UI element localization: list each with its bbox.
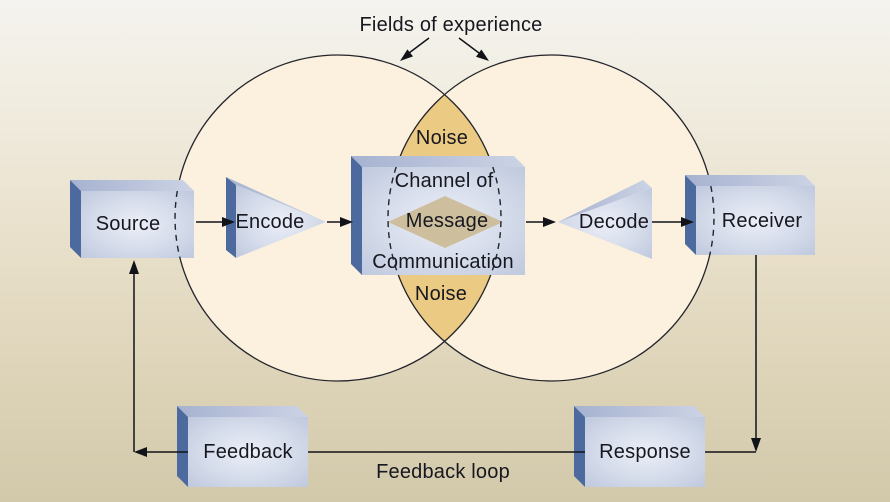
source-box-top-bevel	[70, 180, 194, 191]
decode-face	[558, 188, 652, 259]
noise-bottom-label: Noise	[414, 283, 468, 305]
dashed-arc-channel-left	[387, 166, 399, 276]
encode-top-bevel	[226, 177, 326, 222]
encode-face	[236, 185, 326, 258]
receiver-box-top-bevel	[685, 175, 815, 186]
source-box	[70, 180, 194, 258]
source-label: Source	[95, 213, 161, 235]
channel-line1-label: Channel of	[394, 170, 494, 192]
channel-box	[351, 156, 525, 275]
response-box-top-bevel	[574, 406, 705, 417]
feedback-box-left-bevel	[177, 406, 188, 487]
dashed-arc-source	[174, 190, 181, 259]
title-pointer-arrows	[408, 37, 480, 54]
arrow-up-to-source-head	[129, 260, 139, 274]
noise-top-label: Noise	[415, 127, 469, 149]
feedback-box-top-bevel	[177, 406, 308, 417]
title-pointer-left-line	[408, 37, 430, 54]
response-label: Response	[599, 441, 691, 463]
arrow-decode-receiver-head	[681, 217, 694, 227]
response-box	[574, 406, 705, 487]
encode-left-bevel	[226, 177, 236, 258]
feedback-box	[177, 406, 308, 487]
encode-wedge	[226, 177, 326, 258]
title-pointer-right-arrowhead	[476, 49, 489, 61]
feedback-box-face	[188, 417, 308, 487]
receiver-box-left-bevel	[685, 175, 696, 255]
arrow-feedback-left-head	[134, 447, 147, 457]
receiver-label: Receiver	[721, 210, 803, 232]
response-box-face	[585, 417, 705, 487]
receiver-box	[685, 175, 815, 255]
feedback-label: Feedback	[203, 441, 293, 463]
source-box-left-bevel	[70, 180, 81, 258]
channel-box-top-bevel	[351, 156, 525, 167]
decode-top-bevel	[558, 180, 652, 222]
title-pointer-right-line	[458, 37, 480, 54]
channel-box-left-bevel	[351, 156, 362, 275]
dashed-arc-receiver	[709, 185, 715, 256]
flow-arrowheads	[129, 217, 761, 457]
message-label: Message	[405, 210, 489, 232]
feedback-loop-label: Feedback loop	[376, 461, 510, 483]
arrow-channel-decode-head	[543, 217, 556, 227]
arrow-receiver-down-head	[751, 438, 761, 452]
decode-label: Decode	[578, 211, 650, 233]
decode-wedge	[558, 180, 652, 259]
arrow-encode-channel-head	[340, 217, 353, 227]
flow-lines	[133, 221, 757, 453]
message-diamond	[388, 196, 503, 248]
dashed-arc-channel-right	[490, 166, 502, 276]
fields-of-experience-label: Fields of experience	[359, 14, 543, 36]
response-box-left-bevel	[574, 406, 585, 487]
receiver-box-face	[696, 186, 815, 255]
dashed-circle-segments	[174, 166, 715, 276]
encode-label: Encode	[235, 211, 305, 233]
channel-line2-label: Communication	[372, 251, 514, 273]
title-pointer-left-arrowhead	[400, 49, 413, 61]
arrow-source-encode-head	[222, 217, 235, 227]
